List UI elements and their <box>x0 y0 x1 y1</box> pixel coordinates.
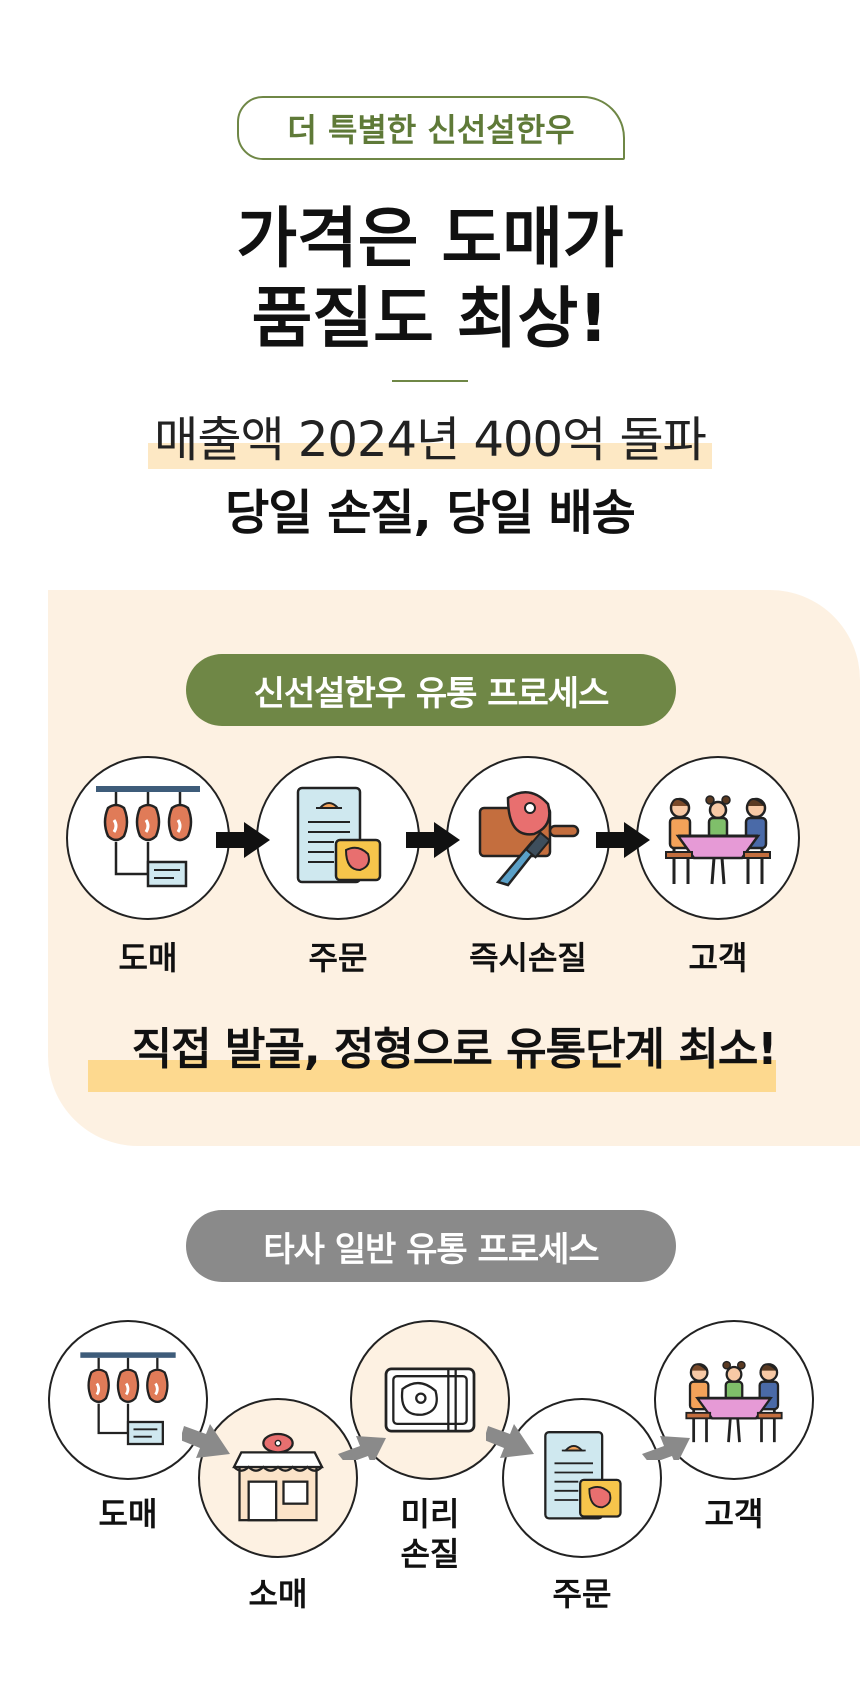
order-sheet-icon <box>278 778 398 898</box>
family-dinner-icon <box>658 778 778 898</box>
our-step-4-circle <box>636 756 800 920</box>
other-step-2-label: 소매 <box>248 1575 308 1613</box>
our-step-2-label: 주문 <box>308 939 368 977</box>
arrow-up-right-icon <box>642 1436 690 1460</box>
our-step-3-circle <box>446 756 610 920</box>
emphasis-highlight <box>88 1060 776 1092</box>
arrow-up-right-icon <box>338 1436 386 1460</box>
arrow-right-icon <box>596 822 650 858</box>
sales-text: 매출액 2024년 400억 돌파 <box>154 412 707 468</box>
brand-badge: 더 특별한 신선설한우 <box>237 96 625 160</box>
butcher-shop-icon <box>223 1423 333 1533</box>
our-process-title-text: 신선설한우 유통 프로세스 <box>253 673 610 714</box>
our-step-2-circle <box>256 756 420 920</box>
our-process-title: 신선설한우 유통 프로세스 <box>186 654 676 726</box>
our-step-1-label: 도매 <box>118 939 178 977</box>
our-step-4-label: 고객 <box>688 939 748 977</box>
order-sheet-icon <box>527 1423 637 1533</box>
other-step-3-circle <box>350 1320 510 1480</box>
other-step-2-circle <box>198 1398 358 1558</box>
arrow-right-icon <box>216 822 270 858</box>
divider <box>392 380 468 382</box>
other-step-1-label: 도매 <box>98 1495 158 1533</box>
headline-line-2: 품질도 최상! <box>251 280 609 357</box>
headline-line-1: 가격은 도매가 <box>236 200 624 277</box>
arrow-down-right-icon <box>486 1424 534 1458</box>
arrow-right-icon <box>406 822 460 858</box>
emphasis-text: 직접 발골, 정형으로 유통단계 최소! <box>131 1024 778 1075</box>
our-step-3-label: 즉시손질 <box>469 939 587 977</box>
other-step-1-circle <box>48 1320 208 1480</box>
other-step-5-label: 고객 <box>704 1495 764 1533</box>
brand-badge-text: 더 특별한 신선설한우 <box>287 111 575 149</box>
packaged-meat-icon <box>375 1345 485 1455</box>
other-step-3-label: 미리 손질 <box>400 1495 460 1573</box>
other-step-4-circle <box>502 1398 662 1558</box>
delivery-text: 당일 손질, 당일 배송 <box>225 485 636 541</box>
highlight-bar <box>148 443 712 469</box>
butcher-board-icon <box>468 778 588 898</box>
other-process-title-text: 타사 일반 유통 프로세스 <box>263 1229 599 1270</box>
our-step-1-circle <box>66 756 230 920</box>
other-step-4-label: 주문 <box>552 1575 612 1613</box>
arrow-down-right-icon <box>182 1424 230 1458</box>
family-dinner-icon <box>679 1345 789 1455</box>
hanging-meat-icon <box>88 778 208 898</box>
hanging-meat-icon <box>73 1345 183 1455</box>
other-process-title: 타사 일반 유통 프로세스 <box>186 1210 676 1282</box>
